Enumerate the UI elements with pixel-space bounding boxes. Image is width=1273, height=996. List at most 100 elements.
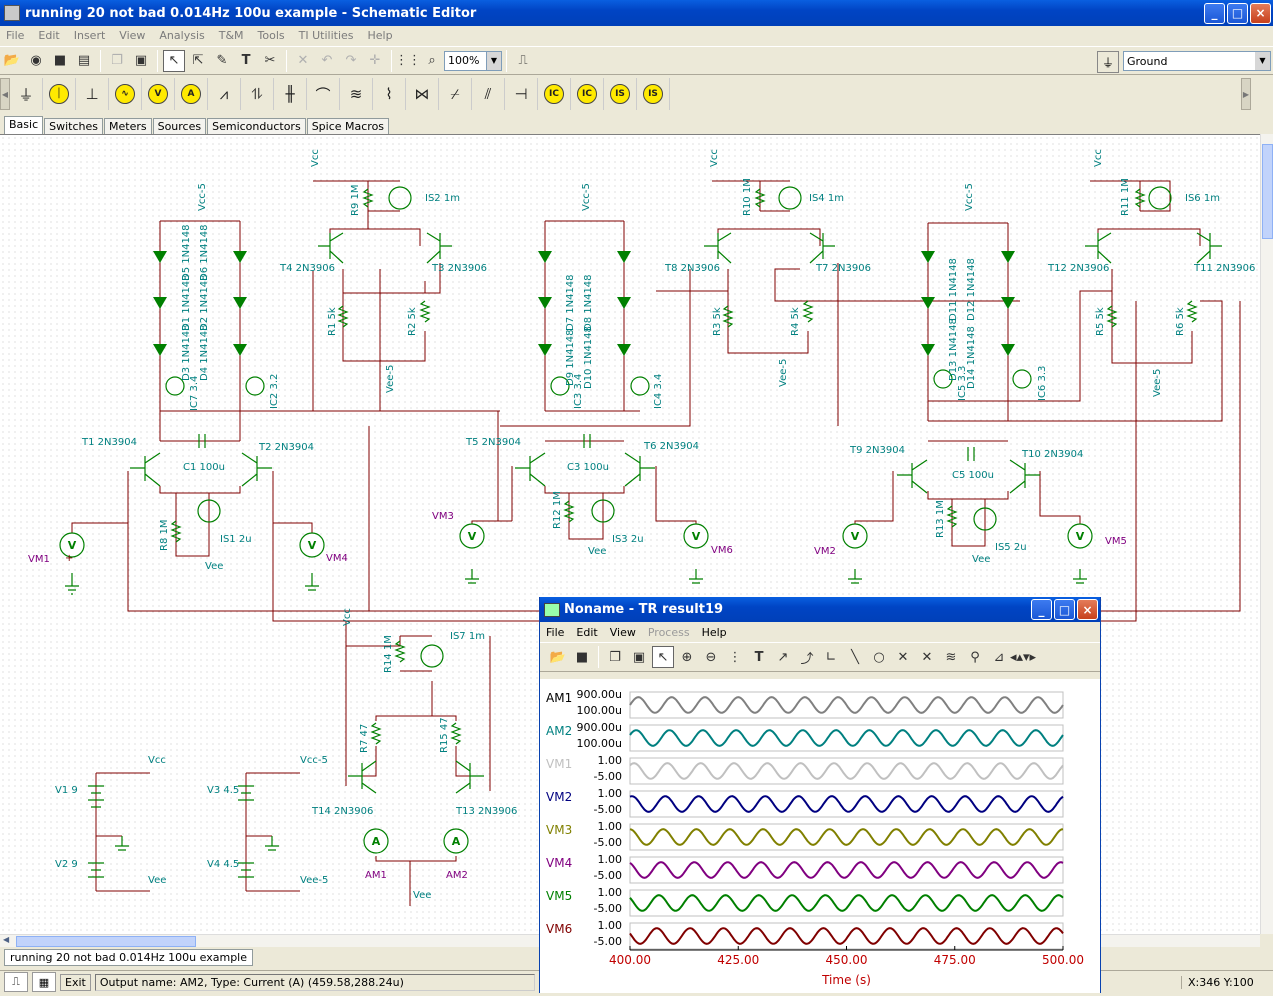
result-close-button[interactable]: × [1077, 599, 1098, 620]
text-icon[interactable]: T [241, 53, 251, 68]
jumper-icon[interactable]: ⊣ [505, 78, 538, 110]
open-icon[interactable]: ▤ [77, 53, 91, 68]
voltmeter-icon[interactable]: V [142, 78, 175, 110]
copy-icon[interactable]: ❐ [609, 649, 621, 665]
copy-icon[interactable]: ❐ [111, 53, 123, 68]
result-menu-process[interactable]: Process [647, 625, 690, 639]
axis-icon[interactable]: ∟ [825, 649, 837, 665]
text-icon[interactable]: T [754, 649, 764, 665]
zoom-out-icon[interactable]: ⊖ [705, 649, 717, 665]
tab-switches[interactable]: Switches [44, 118, 103, 134]
file-tab[interactable]: running 20 not bad 0.014Hz 100u example [4, 949, 253, 966]
pointer-icon[interactable]: ↖ [163, 49, 185, 72]
line-icon[interactable]: ╲ [851, 649, 859, 665]
vertical-scrollbar[interactable] [1260, 134, 1273, 934]
ic-icon[interactable]: IC [571, 78, 604, 110]
ic-marker-icon[interactable]: IC [538, 78, 571, 110]
tab-sources[interactable]: Sources [152, 118, 207, 134]
zoom-select[interactable]: 100% ▼ [444, 50, 502, 71]
result-menu-edit[interactable]: Edit [576, 625, 598, 639]
paste-icon[interactable]: ▣ [632, 649, 646, 665]
schematic-mode-icon[interactable]: ⎍ [4, 972, 28, 992]
zoom-icon[interactable]: ⌕ [428, 53, 436, 68]
result-window[interactable]: Noname - TR result19 _ □ × File Edit Vie… [539, 597, 1101, 993]
resistor-icon[interactable]: ⩘ [208, 78, 241, 110]
menu-view[interactable]: View [119, 28, 146, 42]
tab-meters[interactable]: Meters [104, 118, 152, 134]
transformer-icon[interactable]: ⌇ [373, 78, 406, 110]
component-wizard-icon[interactable]: ⎍ [518, 53, 528, 68]
delete-icon[interactable]: ✕ [297, 53, 309, 68]
ideal-transformer-icon[interactable]: ⋈ [406, 78, 439, 110]
ground-select[interactable]: Ground ▼ [1123, 51, 1271, 71]
result-menu-view[interactable]: View [609, 625, 636, 639]
maximize-button[interactable]: □ [1227, 2, 1248, 24]
menu-help[interactable]: Help [367, 28, 393, 42]
potentiometer-icon[interactable]: ⥮ [241, 78, 274, 110]
cursor-a-icon[interactable]: ✕ [897, 649, 909, 665]
nav-arrows-icon[interactable]: ◂▴▾▸ [1009, 649, 1037, 665]
scroll-left-icon[interactable]: ◀ [3, 935, 10, 944]
pin-icon[interactable]: ✛ [369, 53, 381, 68]
circle-icon[interactable]: ○ [873, 649, 885, 665]
multi-ground-icon[interactable]: ⊥ [76, 78, 109, 110]
menu-ti-utilities[interactable]: TI Utilities [298, 28, 354, 42]
result-minimize-button[interactable]: _ [1031, 599, 1052, 620]
result-menu-help[interactable]: Help [701, 625, 727, 639]
coupled-inductor-icon[interactable]: ≋ [340, 78, 373, 110]
battery-icon[interactable]: │ [43, 78, 76, 110]
probe-icon[interactable]: ⚲ [970, 649, 980, 665]
result-menu-file[interactable]: File [546, 625, 565, 639]
switch-icon[interactable]: ⌿ [439, 78, 472, 110]
zoom-fit-icon[interactable]: ⋮ [728, 649, 742, 665]
menu-edit[interactable]: Edit [38, 28, 60, 42]
save-icon[interactable]: ■ [575, 649, 589, 665]
horizontal-scroll-thumb[interactable] [16, 936, 196, 947]
minimize-button[interactable]: _ [1204, 2, 1225, 24]
menu-analysis[interactable]: Analysis [159, 28, 205, 42]
save-icon[interactable]: ■ [53, 53, 67, 68]
tab-basic[interactable]: Basic [4, 116, 44, 134]
menu-tools[interactable]: Tools [257, 28, 285, 42]
menu-file[interactable]: File [6, 28, 25, 42]
redo-icon[interactable]: ↷ [345, 53, 357, 68]
scroll-left-icon[interactable]: ◀ [0, 78, 10, 110]
curves-icon[interactable]: ≋ [945, 649, 957, 665]
pencil-icon[interactable]: ✎ [216, 53, 228, 68]
wire-select-icon[interactable]: ⇱ [192, 53, 204, 68]
variable-cap-icon[interactable]: ⫽ [472, 78, 505, 110]
ground-icon[interactable]: ⏚ [10, 78, 43, 110]
schematic-canvas[interactable]: V V V V V V A A IS2 1m IS4 1m IS6 1m IS1… [0, 134, 1260, 934]
ammeter-icon[interactable]: A [175, 78, 208, 110]
meter-icon[interactable]: ∿ [109, 78, 142, 110]
flag-icon[interactable]: ⊿ [993, 649, 1005, 665]
schematic-drawing[interactable]: V V V V V V A A IS2 1m IS4 1m IS6 1m IS1… [0, 135, 1260, 934]
scroll-right-icon[interactable]: ▶ [1241, 78, 1251, 110]
cursor-b-icon[interactable]: ✕ [921, 649, 933, 665]
pointer-icon[interactable]: ↖ [652, 646, 674, 668]
slope-icon[interactable]: ⤴ [800, 651, 814, 667]
capacitor-icon[interactable]: ╫ [274, 78, 307, 110]
tab-semiconductors[interactable]: Semiconductors [207, 118, 306, 134]
tab-spice-macros[interactable]: Spice Macros [306, 118, 390, 134]
menu-tm[interactable]: T&M [218, 28, 244, 42]
cut-icon[interactable]: ✂ [264, 53, 276, 68]
open-folder-icon[interactable]: 📂 [3, 53, 21, 68]
grid-icon[interactable]: ⋮⋮ [395, 53, 421, 68]
globe-icon[interactable]: ◉ [30, 53, 42, 68]
inductor-icon[interactable]: ⌒ [307, 78, 340, 110]
paste-icon[interactable]: ▣ [134, 53, 148, 68]
undo-icon[interactable]: ↶ [321, 53, 333, 68]
close-button[interactable]: × [1250, 2, 1271, 24]
is-icon[interactable]: IS [637, 78, 670, 110]
open-folder-icon[interactable]: 📂 [549, 649, 567, 665]
exit-button[interactable]: Exit [60, 973, 91, 991]
tangent-icon[interactable]: ↗ [777, 649, 789, 665]
place-ground-icon[interactable]: ⏚ [1097, 51, 1119, 73]
result-maximize-button[interactable]: □ [1054, 599, 1075, 620]
is-marker-icon[interactable]: IS [604, 78, 637, 110]
menu-insert[interactable]: Insert [73, 28, 106, 42]
diagram-mode-icon[interactable]: ▦ [32, 972, 56, 992]
vertical-scroll-thumb[interactable] [1262, 144, 1273, 239]
